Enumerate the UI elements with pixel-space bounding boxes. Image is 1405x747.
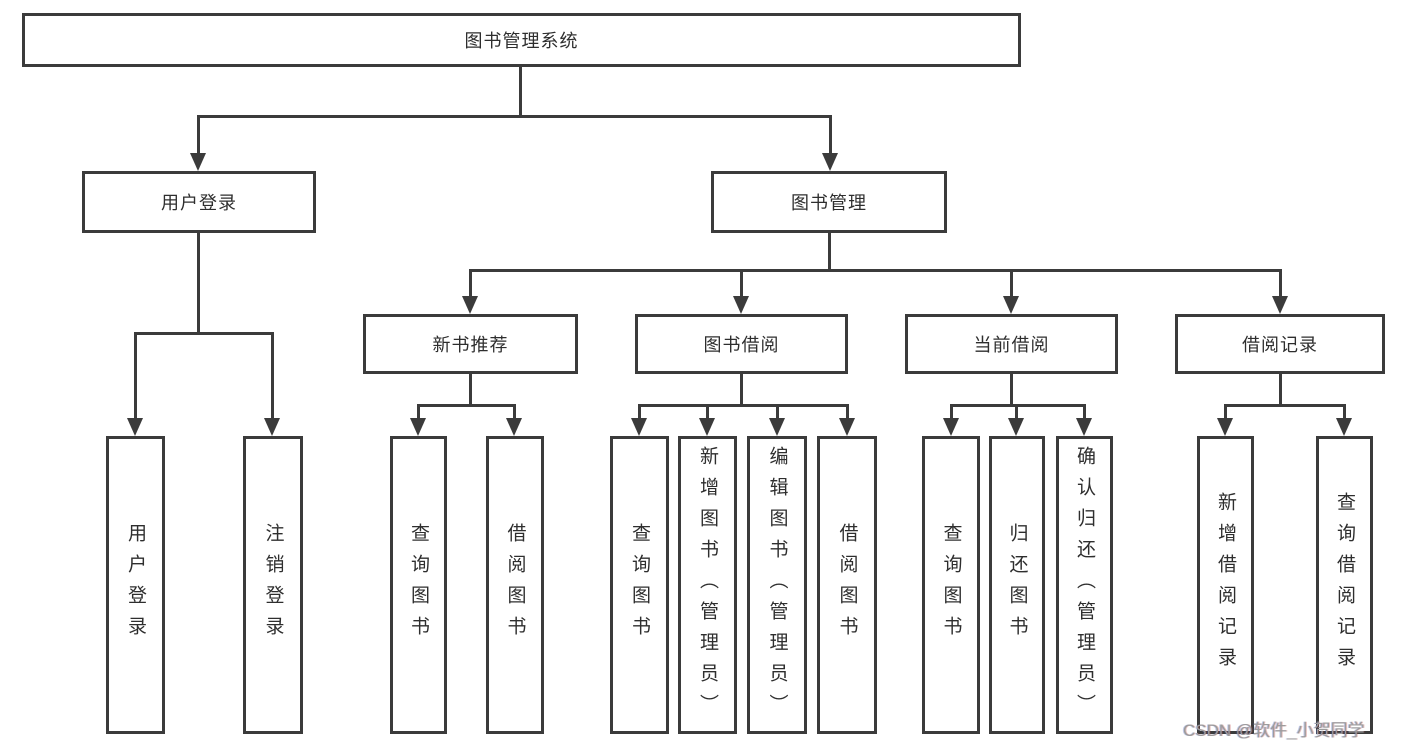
connector-stem <box>197 115 200 155</box>
node-borrow-records: 借阅记录 <box>1175 314 1385 374</box>
connector-stem <box>776 404 779 420</box>
leaf-label: 新增借阅记录 <box>1215 492 1236 678</box>
leaf-query-books-recommend: 查询图书 <box>390 436 447 734</box>
leaf-borrow-books-recommend: 借阅图书 <box>486 436 544 734</box>
arrow-down-icon <box>839 418 855 436</box>
arrow-down-icon <box>1336 418 1352 436</box>
connector-stem <box>513 404 516 420</box>
leaf-label: 查询图书 <box>408 523 429 647</box>
connector-hline <box>1224 404 1346 407</box>
leaf-label: 用户登录 <box>125 523 146 647</box>
leaf-query-books-current: 查询图书 <box>922 436 980 734</box>
connector-hline <box>950 404 1086 407</box>
connector-stem <box>950 404 953 420</box>
arrow-down-icon <box>1008 418 1024 436</box>
leaf-label: 查询借阅记录 <box>1334 492 1355 678</box>
connector-vline <box>828 233 831 272</box>
node-label: 图书管理系统 <box>464 31 579 51</box>
node-label: 图书借阅 <box>703 335 780 355</box>
connector-stem <box>740 269 743 297</box>
node-book-borrow: 图书借阅 <box>635 314 848 374</box>
connector-vline <box>197 233 200 335</box>
connector-stem <box>1083 404 1086 420</box>
leaf-label: 编辑图书（管理员） <box>766 445 788 725</box>
node-label: 图书管理 <box>791 193 867 213</box>
connector-stem <box>706 404 709 420</box>
connector-vline <box>469 374 472 407</box>
arrow-down-icon <box>264 418 280 436</box>
connector-vline <box>1010 374 1013 407</box>
connector-stem <box>134 332 137 420</box>
leaf-edit-book-admin: 编辑图书（管理员） <box>747 436 807 734</box>
node-label: 用户登录 <box>161 193 237 213</box>
arrow-down-icon <box>127 418 143 436</box>
arrow-down-icon <box>190 153 206 171</box>
connector-stem <box>1010 269 1013 297</box>
leaf-query-borrow-record: 查询借阅记录 <box>1316 436 1373 734</box>
connector-hline <box>417 404 516 407</box>
leaf-label: 查询图书 <box>940 523 962 647</box>
connector-vline <box>519 67 522 118</box>
arrow-down-icon <box>699 418 715 436</box>
node-library-system: 图书管理系统 <box>22 13 1021 67</box>
connector-vline <box>1279 374 1282 407</box>
connector-stem <box>271 332 274 420</box>
leaf-return-books: 归还图书 <box>989 436 1045 734</box>
leaf-add-book-admin: 新增图书（管理员） <box>678 436 737 734</box>
connector-stem <box>1343 404 1346 420</box>
leaf-label: 新增图书（管理员） <box>697 445 718 725</box>
arrow-down-icon <box>822 153 838 171</box>
leaf-user-login: 用户登录 <box>106 436 165 734</box>
node-book-management: 图书管理 <box>711 171 947 233</box>
node-label: 当前借阅 <box>973 335 1050 355</box>
connector-stem <box>1224 404 1227 420</box>
arrow-down-icon <box>943 418 959 436</box>
connector-hline <box>197 115 832 118</box>
node-label: 借阅记录 <box>1242 335 1318 355</box>
arrow-down-icon <box>631 418 647 436</box>
node-label: 新书推荐 <box>432 335 509 355</box>
leaf-borrow-books: 借阅图书 <box>817 436 877 734</box>
watermark: CSDN @软件_小贺同学 <box>1183 721 1365 740</box>
arrow-down-icon <box>1272 296 1288 314</box>
arrow-down-icon <box>1003 296 1019 314</box>
connector-hline <box>469 269 1282 272</box>
leaf-logout: 注销登录 <box>243 436 303 734</box>
connector-stem <box>1015 404 1018 420</box>
leaf-add-borrow-record: 新增借阅记录 <box>1197 436 1254 734</box>
leaf-label: 归还图书 <box>1006 523 1028 647</box>
arrow-down-icon <box>462 296 478 314</box>
connector-stem <box>846 404 849 420</box>
leaf-label: 注销登录 <box>262 523 284 647</box>
connector-stem <box>829 115 832 155</box>
connector-stem <box>469 269 472 297</box>
arrow-down-icon <box>410 418 426 436</box>
arrow-down-icon <box>769 418 785 436</box>
arrow-down-icon <box>506 418 522 436</box>
leaf-query-books-borrow: 查询图书 <box>610 436 669 734</box>
leaf-label: 查询图书 <box>629 523 650 647</box>
leaf-label: 借阅图书 <box>836 523 858 647</box>
connector-stem <box>638 404 641 420</box>
node-current-borrow: 当前借阅 <box>905 314 1118 374</box>
node-new-book-recommend: 新书推荐 <box>363 314 578 374</box>
arrow-down-icon <box>1076 418 1092 436</box>
leaf-label: 借阅图书 <box>504 523 526 647</box>
leaf-confirm-return-admin: 确认归还（管理员） <box>1056 436 1113 734</box>
leaf-label: 确认归还（管理员） <box>1074 445 1095 725</box>
connector-hline <box>638 404 849 407</box>
arrow-down-icon <box>1217 418 1233 436</box>
connector-vline <box>740 374 743 407</box>
arrow-down-icon <box>733 296 749 314</box>
connector-stem <box>417 404 420 420</box>
node-user-login: 用户登录 <box>82 171 316 233</box>
connector-stem <box>1279 269 1282 297</box>
connector-hline <box>134 332 274 335</box>
